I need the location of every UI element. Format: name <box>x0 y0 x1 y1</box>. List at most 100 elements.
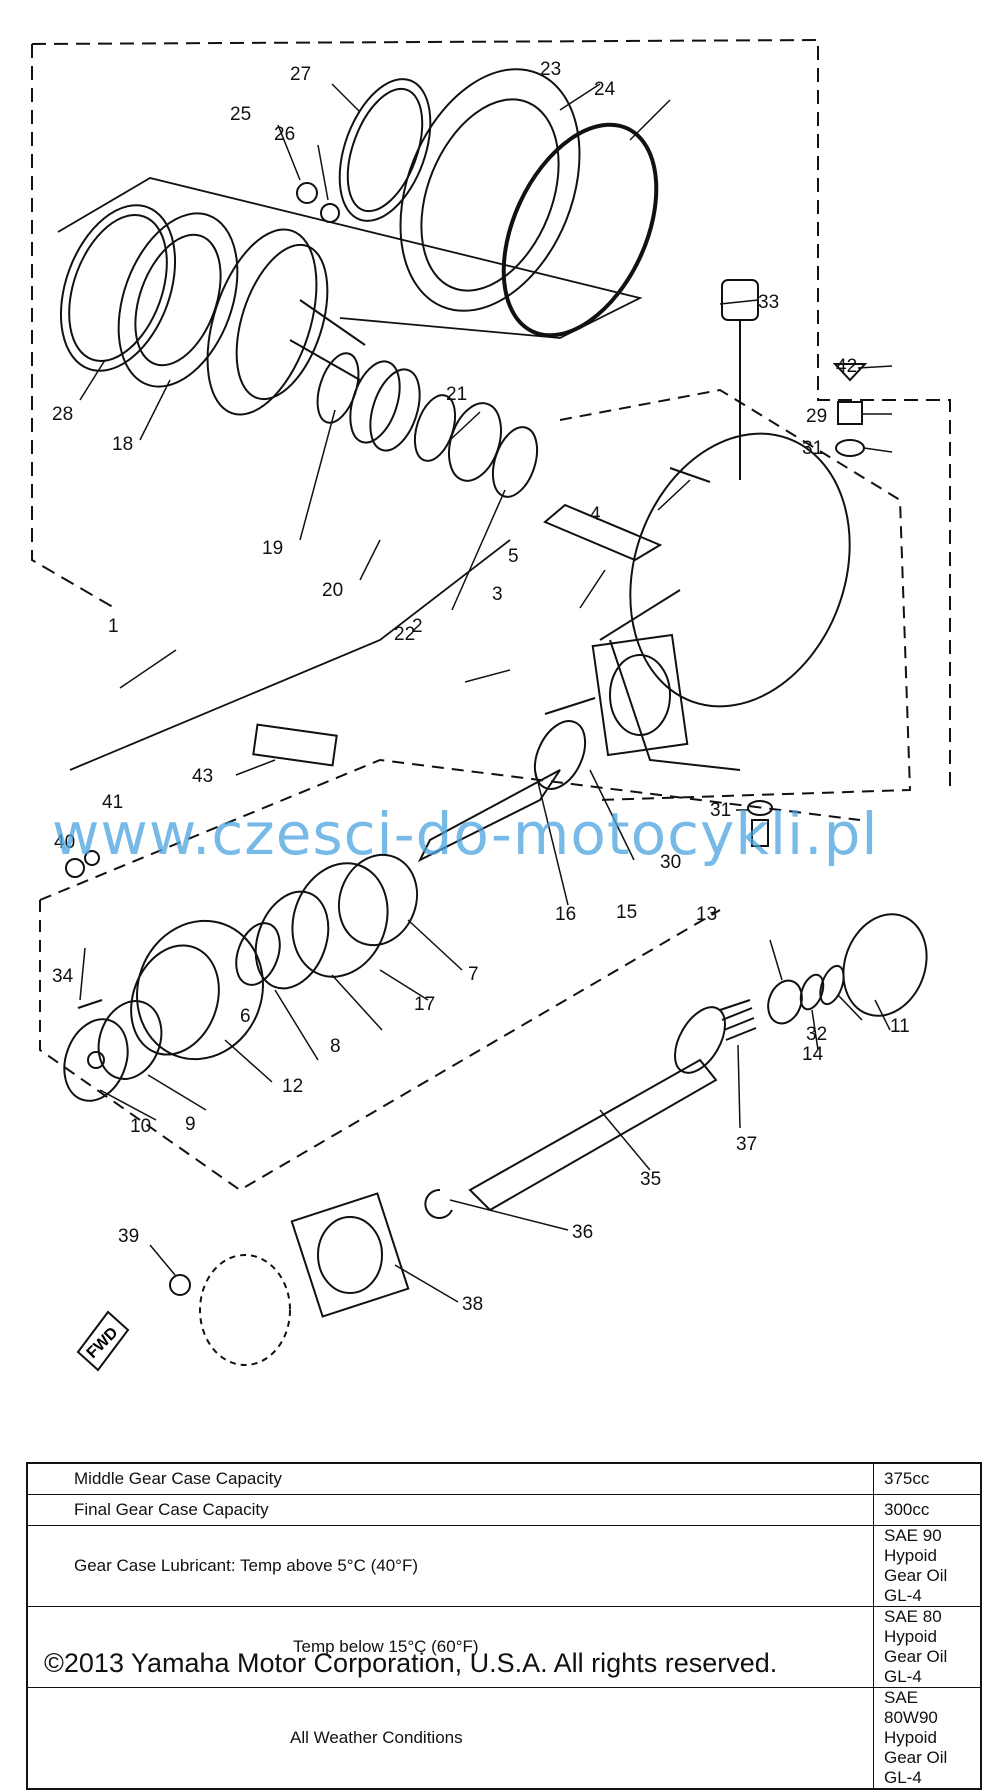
part-label-43: 43 <box>192 766 213 787</box>
part-34-bolt <box>77 999 103 1009</box>
watermark-text: www.czesci-do-motocykli.pl <box>52 800 879 868</box>
part-label-22: 22 <box>394 624 415 645</box>
part-label-12: 12 <box>282 1076 303 1097</box>
part-label-10: 10 <box>130 1116 151 1137</box>
part-27-oil-seal <box>338 78 432 222</box>
part-12-oil-seal <box>235 922 281 986</box>
part-30-drain-bolt <box>751 819 769 847</box>
part-label-17: 17 <box>414 994 435 1015</box>
table-row: Temp below 15°C (60°F) SAE 80 Hypoid Gea… <box>26 1606 982 1688</box>
part-label-3: 3 <box>492 584 503 605</box>
part-label-26: 26 <box>274 124 295 145</box>
part-label-30: 30 <box>660 852 681 873</box>
part-31-gasket-bottom <box>747 800 773 816</box>
part-label-41: 41 <box>102 792 123 813</box>
part-38-housing <box>290 1192 410 1318</box>
part-23-bearing-housing <box>399 68 581 312</box>
part-9-seal <box>97 1000 163 1080</box>
part-label-34: 34 <box>52 966 74 987</box>
part-8-bearing <box>254 890 330 990</box>
part-label-24: 24 <box>594 79 616 100</box>
assembly-boundary-dashed <box>31 38 951 790</box>
part-label-39: 39 <box>118 1226 139 1247</box>
part-label-15: 15 <box>616 902 637 923</box>
table-row: Gear Case Lubricant: Temp above 5°C (40°… <box>26 1525 982 1607</box>
part-39-bolt <box>169 1274 191 1296</box>
spec-value: SAE 80 Hypoid Gear Oil GL-4 <box>873 1606 982 1688</box>
part-label-38: 38 <box>462 1294 483 1315</box>
part-label-25: 25 <box>230 104 251 125</box>
part-22-oil-seal <box>491 426 539 498</box>
part-label-14: 14 <box>802 1044 824 1065</box>
part-label-32: 32 <box>806 1024 827 1045</box>
part-label-11: 11 <box>890 1016 910 1037</box>
spec-desc: Middle Gear Case Capacity <box>26 1462 874 1495</box>
part-42-cap <box>832 363 868 382</box>
part-label-6: 6 <box>240 1006 251 1027</box>
part-36-circlip <box>424 1188 453 1219</box>
part-label-16: 16 <box>555 904 576 925</box>
spec-desc: Temp below 15°C (60°F) <box>26 1606 874 1688</box>
spec-value: 300cc <box>873 1494 982 1526</box>
part-label-9: 9 <box>185 1114 196 1135</box>
part-35-drive-shaft <box>468 1058 718 1212</box>
part-label-4: 4 <box>590 504 601 525</box>
part-31-gasket-top <box>835 439 865 457</box>
part-label-28: 28 <box>52 404 73 425</box>
part-label-40: 40 <box>54 832 75 853</box>
part-bearing-small <box>448 402 502 482</box>
part-25-nut <box>296 182 318 204</box>
part-5-sleeve <box>543 503 663 562</box>
part-label-37: 37 <box>736 1134 757 1155</box>
part-29-bolt <box>837 401 863 425</box>
part-11-universal-joint <box>842 913 928 1017</box>
fwd-arrow-marker: FWD <box>76 1310 130 1372</box>
part-4-stud <box>669 467 711 483</box>
part-40-nut <box>65 858 85 878</box>
part-13-nut <box>767 979 803 1025</box>
part-label-7: 7 <box>468 964 479 985</box>
part-label-1: 1 <box>108 616 119 637</box>
part-3-stud <box>544 697 596 715</box>
middle-gear-box-dashed <box>39 758 861 1192</box>
part-15-bearing <box>533 720 587 790</box>
part-label-19: 19 <box>262 538 283 559</box>
table-row: Middle Gear Case Capacity 375cc <box>26 1462 982 1495</box>
part-label-8: 8 <box>330 1036 341 1057</box>
table-row: All Weather Conditions SAE 80W90 Hypoid … <box>26 1687 982 1790</box>
part-37-spring <box>719 999 757 1041</box>
part-43-plate <box>252 723 338 767</box>
part-24-o-ring <box>501 122 659 338</box>
part-label-31: 31 <box>802 438 823 459</box>
part-label-5: 5 <box>508 546 519 567</box>
part-label-13: 13 <box>696 904 717 925</box>
part-26-washer <box>320 203 340 223</box>
exploded-parts-diagram: FWD 123456789101112131415161718192021222… <box>31 38 951 1372</box>
part-label-29: 29 <box>806 406 827 427</box>
part-label-42: 42 <box>836 356 857 377</box>
ring-gear-frame <box>57 177 643 339</box>
gear-oil-spec-table: Middle Gear Case Capacity 375cc Final Ge… <box>26 1462 982 1790</box>
spec-desc: Final Gear Case Capacity <box>26 1494 874 1526</box>
part-41-washer <box>84 850 100 866</box>
spec-value: SAE 80W90 Hypoid Gear Oil GL-4 <box>873 1687 982 1790</box>
final-case-frame-dashed <box>559 388 912 801</box>
table-row: Final Gear Case Capacity 300cc <box>26 1494 982 1526</box>
hub-phantom <box>199 1254 291 1366</box>
part-10-coupling <box>63 1018 129 1102</box>
part-6-housing <box>136 919 264 1061</box>
part-label-35: 35 <box>640 1169 661 1190</box>
part-label-31: 31 <box>710 800 731 821</box>
part-16-pinion <box>417 769 561 863</box>
part-20-collar <box>349 360 401 444</box>
part-label-2: 2 <box>412 616 423 637</box>
part-28-oil-seal <box>59 204 177 372</box>
part-label-21: 21 <box>446 384 467 405</box>
part-2-final-gear-case <box>629 432 851 708</box>
middle-gear-frame <box>69 539 511 771</box>
part-label-27: 27 <box>290 64 311 85</box>
part-18-bearing <box>117 212 239 388</box>
part-label-18: 18 <box>112 434 133 455</box>
part-label-36: 36 <box>572 1222 593 1243</box>
